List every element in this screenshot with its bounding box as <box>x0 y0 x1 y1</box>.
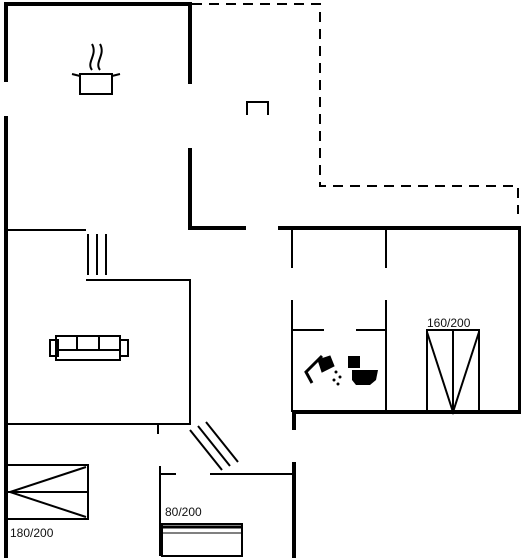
double-bed-label: 160/200 <box>427 316 471 330</box>
single-bed <box>161 523 243 557</box>
double-bed <box>426 329 480 416</box>
toilet-icon <box>348 356 378 385</box>
windows <box>87 234 239 471</box>
interior-walls <box>6 229 387 556</box>
chimney-symbol <box>246 101 269 115</box>
single-bed-label: 80/200 <box>165 505 202 519</box>
bunk-bed-label: 180/200 <box>10 526 54 540</box>
bunk-bed <box>5 464 89 520</box>
sofa-icon <box>49 335 129 361</box>
cooking-pot-icon <box>71 43 121 95</box>
terrace-outline <box>192 3 519 214</box>
shower-icon <box>304 354 342 386</box>
